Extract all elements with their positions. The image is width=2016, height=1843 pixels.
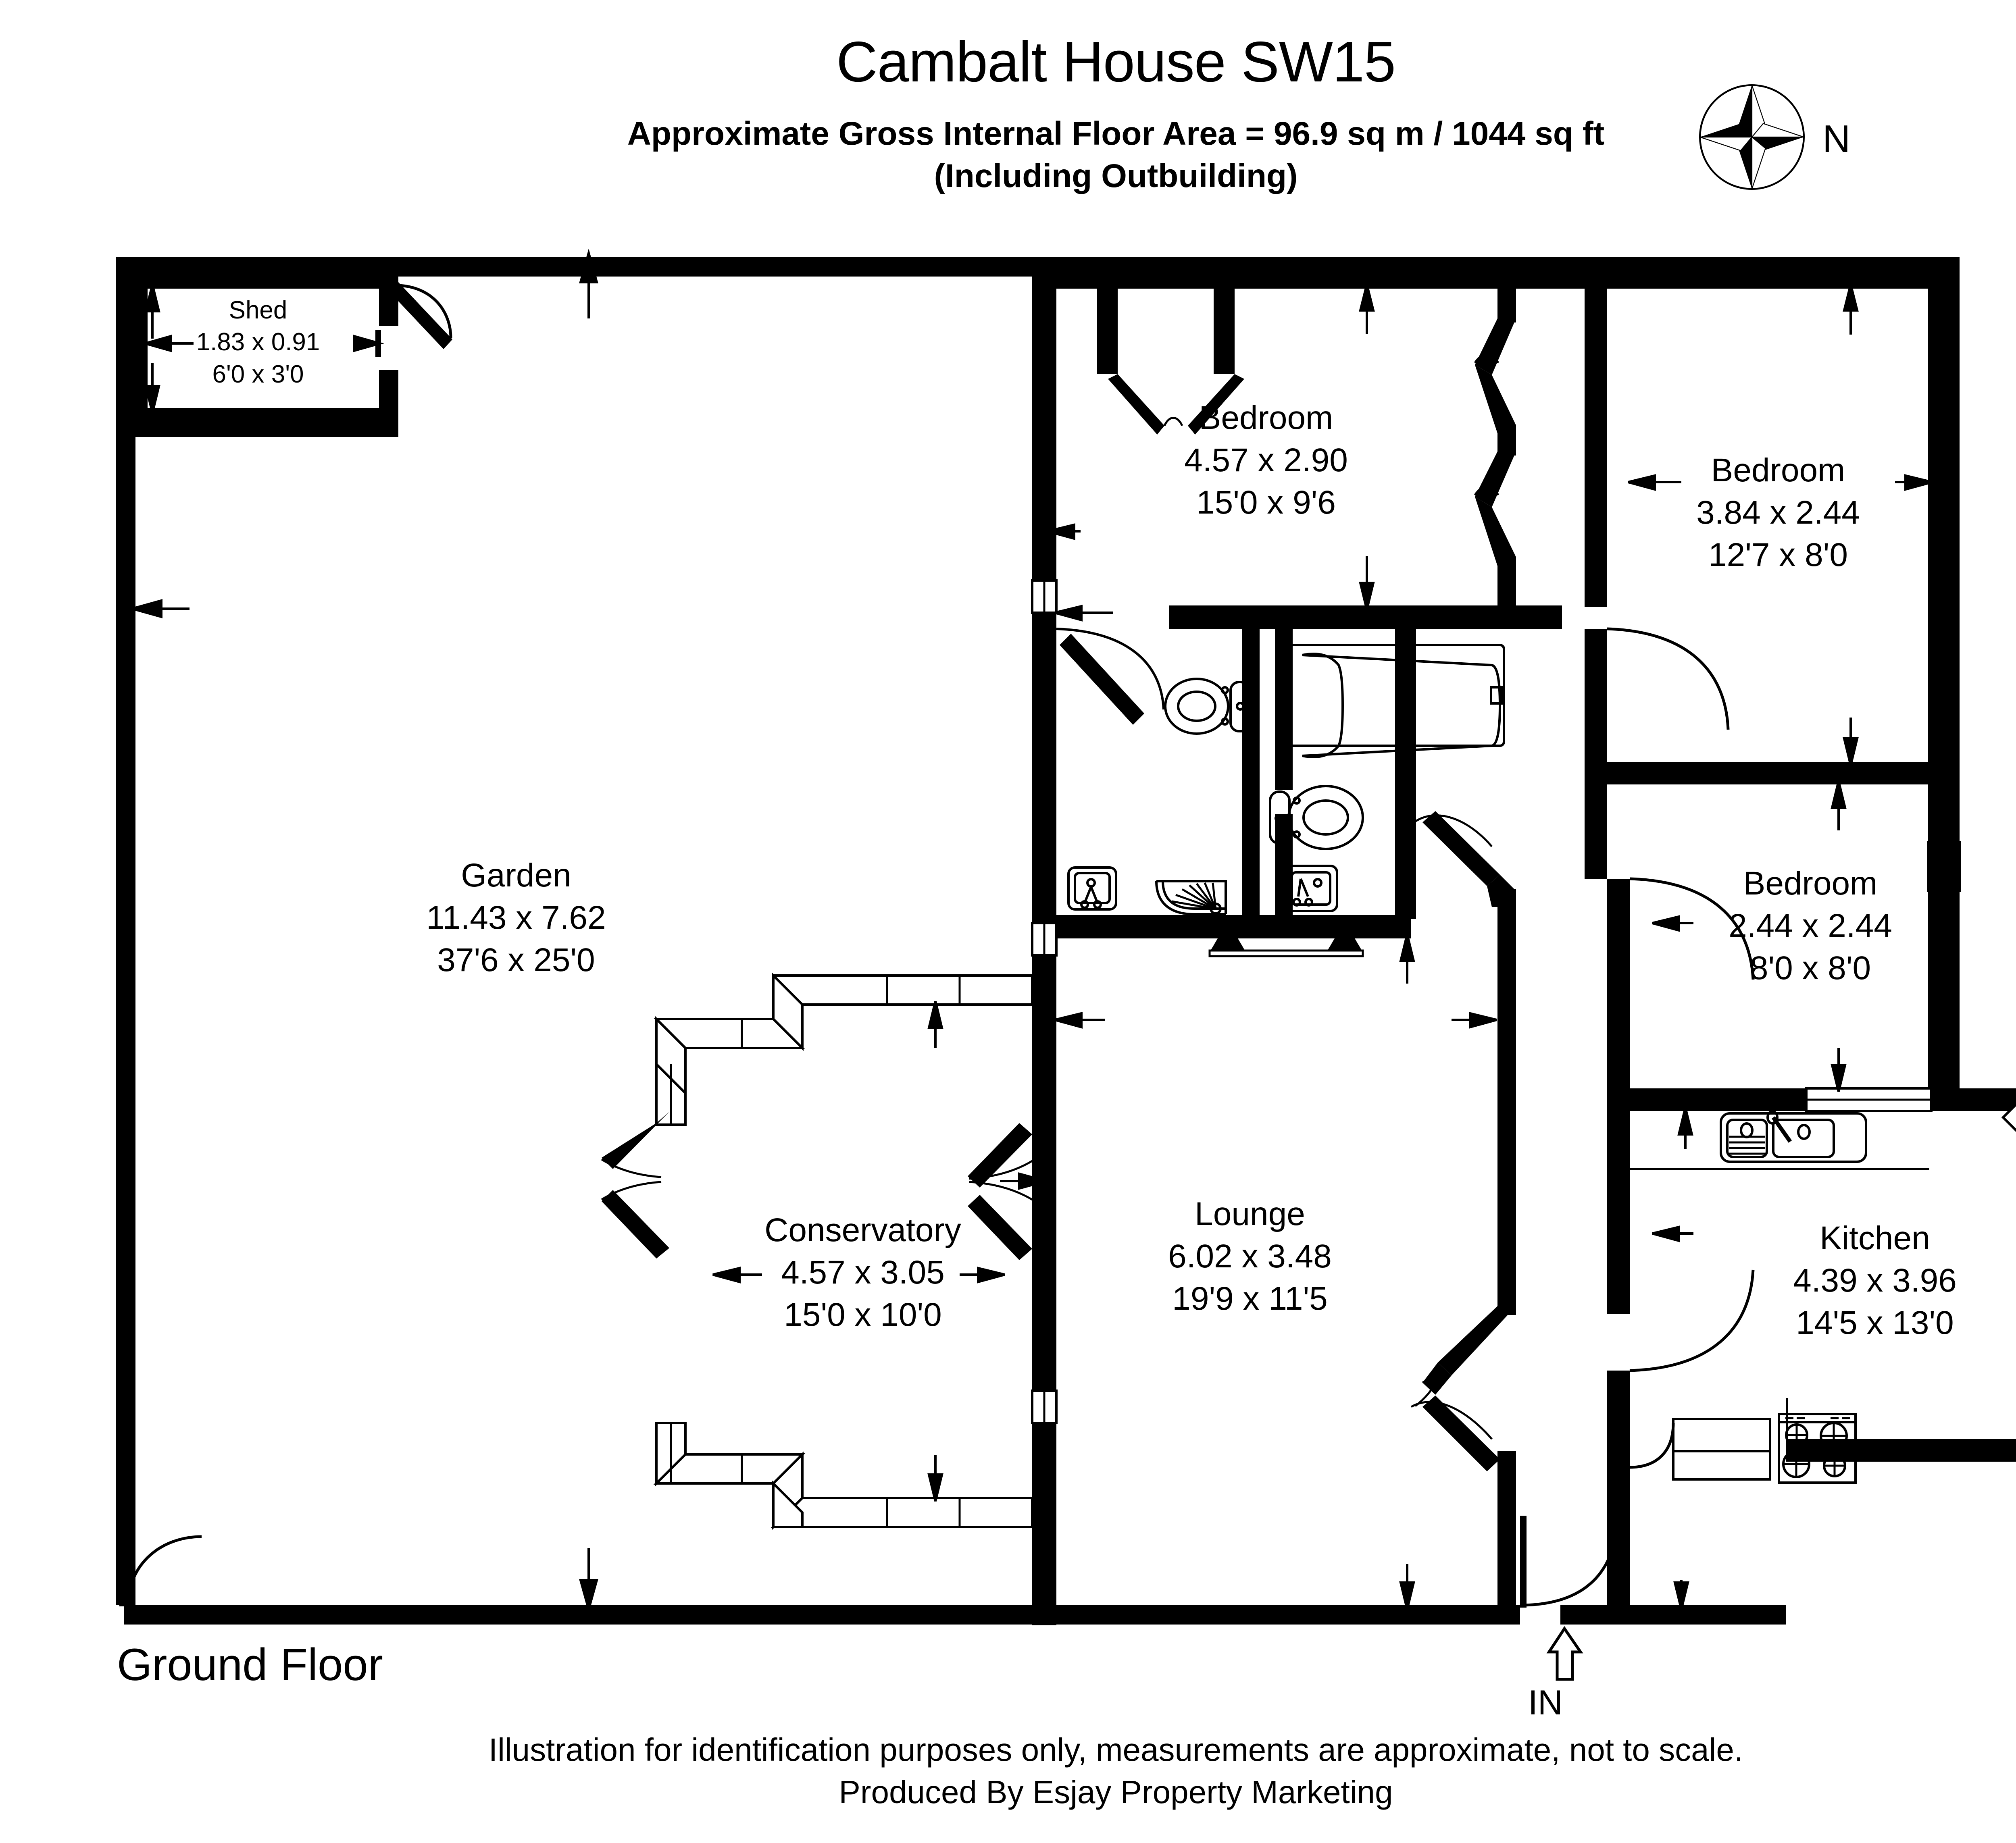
room-imperial: 12'7 x 8'0 <box>1708 536 1848 573</box>
room-name: Bedroom <box>1743 865 1878 902</box>
room-name: Garden <box>461 857 571 894</box>
room-label-conservatory: Conservatory 4.57 x 3.05 15'0 x 10'0 <box>714 1209 1012 1336</box>
room-name: Lounge <box>1195 1196 1305 1232</box>
footer-disclaimer: Illustration for identification purposes… <box>488 1732 1743 1768</box>
room-imperial: 37'6 x 25'0 <box>437 941 595 978</box>
floor-level-label: Ground Floor <box>117 1639 383 1690</box>
floor-area-note: (Including Outbuilding) <box>934 158 1298 194</box>
room-metric: 4.57 x 2.90 <box>1184 441 1348 478</box>
room-imperial: 15'0 x 10'0 <box>784 1296 942 1333</box>
room-label-bedroom-1: Bedroom 4.57 x 2.90 15'0 x 9'6 <box>1105 397 1427 524</box>
room-name: Bedroom <box>1199 399 1333 436</box>
room-metric: 1.83 x 0.91 <box>196 328 320 356</box>
compass-rose-icon <box>1699 84 1805 190</box>
room-metric: 6.02 x 3.48 <box>1168 1238 1332 1275</box>
room-name: Bedroom <box>1711 452 1845 489</box>
room-name: Kitchen <box>1820 1220 1930 1256</box>
room-metric: 4.39 x 3.96 <box>1793 1262 1957 1299</box>
room-label-lounge: Lounge 6.02 x 3.48 19'9 x 11'5 <box>1089 1193 1411 1320</box>
room-label-garden: Garden 11.43 x 7.62 37'6 x 25'0 <box>355 855 677 982</box>
room-metric: 2.44 x 2.44 <box>1729 907 1892 944</box>
room-metric: 4.57 x 3.05 <box>781 1254 945 1291</box>
room-label-bedroom-2: Bedroom 3.84 x 2.44 12'7 x 8'0 <box>1617 449 1939 576</box>
room-metric: 3.84 x 2.44 <box>1696 494 1860 531</box>
room-imperial: 8'0 x 8'0 <box>1749 949 1871 986</box>
room-imperial: 6'0 x 3'0 <box>212 360 304 388</box>
room-imperial: 15'0 x 9'6 <box>1196 484 1336 521</box>
room-imperial: 14'5 x 13'0 <box>1796 1304 1954 1341</box>
page-title: Cambalt House SW15 <box>836 30 1396 94</box>
entrance-label: IN <box>1528 1683 1563 1722</box>
room-metric: 11.43 x 7.62 <box>426 899 606 936</box>
room-label-shed: Shed 1.83 x 0.91 6'0 x 3'0 <box>145 294 371 390</box>
room-imperial: 19'9 x 11'5 <box>1172 1280 1328 1317</box>
footer-producer: Produced By Esjay Property Marketing <box>839 1774 1393 1810</box>
compass-north-label: N <box>1822 117 1851 160</box>
room-name: Conservatory <box>764 1212 961 1248</box>
room-label-kitchen: Kitchen 4.39 x 3.96 14'5 x 13'0 <box>1714 1217 2016 1344</box>
room-label-bedroom-3: Bedroom 2.44 x 2.44 8'0 x 8'0 <box>1649 863 1972 990</box>
room-name: Shed <box>229 296 287 324</box>
floor-area-line: Approximate Gross Internal Floor Area = … <box>627 115 1605 152</box>
